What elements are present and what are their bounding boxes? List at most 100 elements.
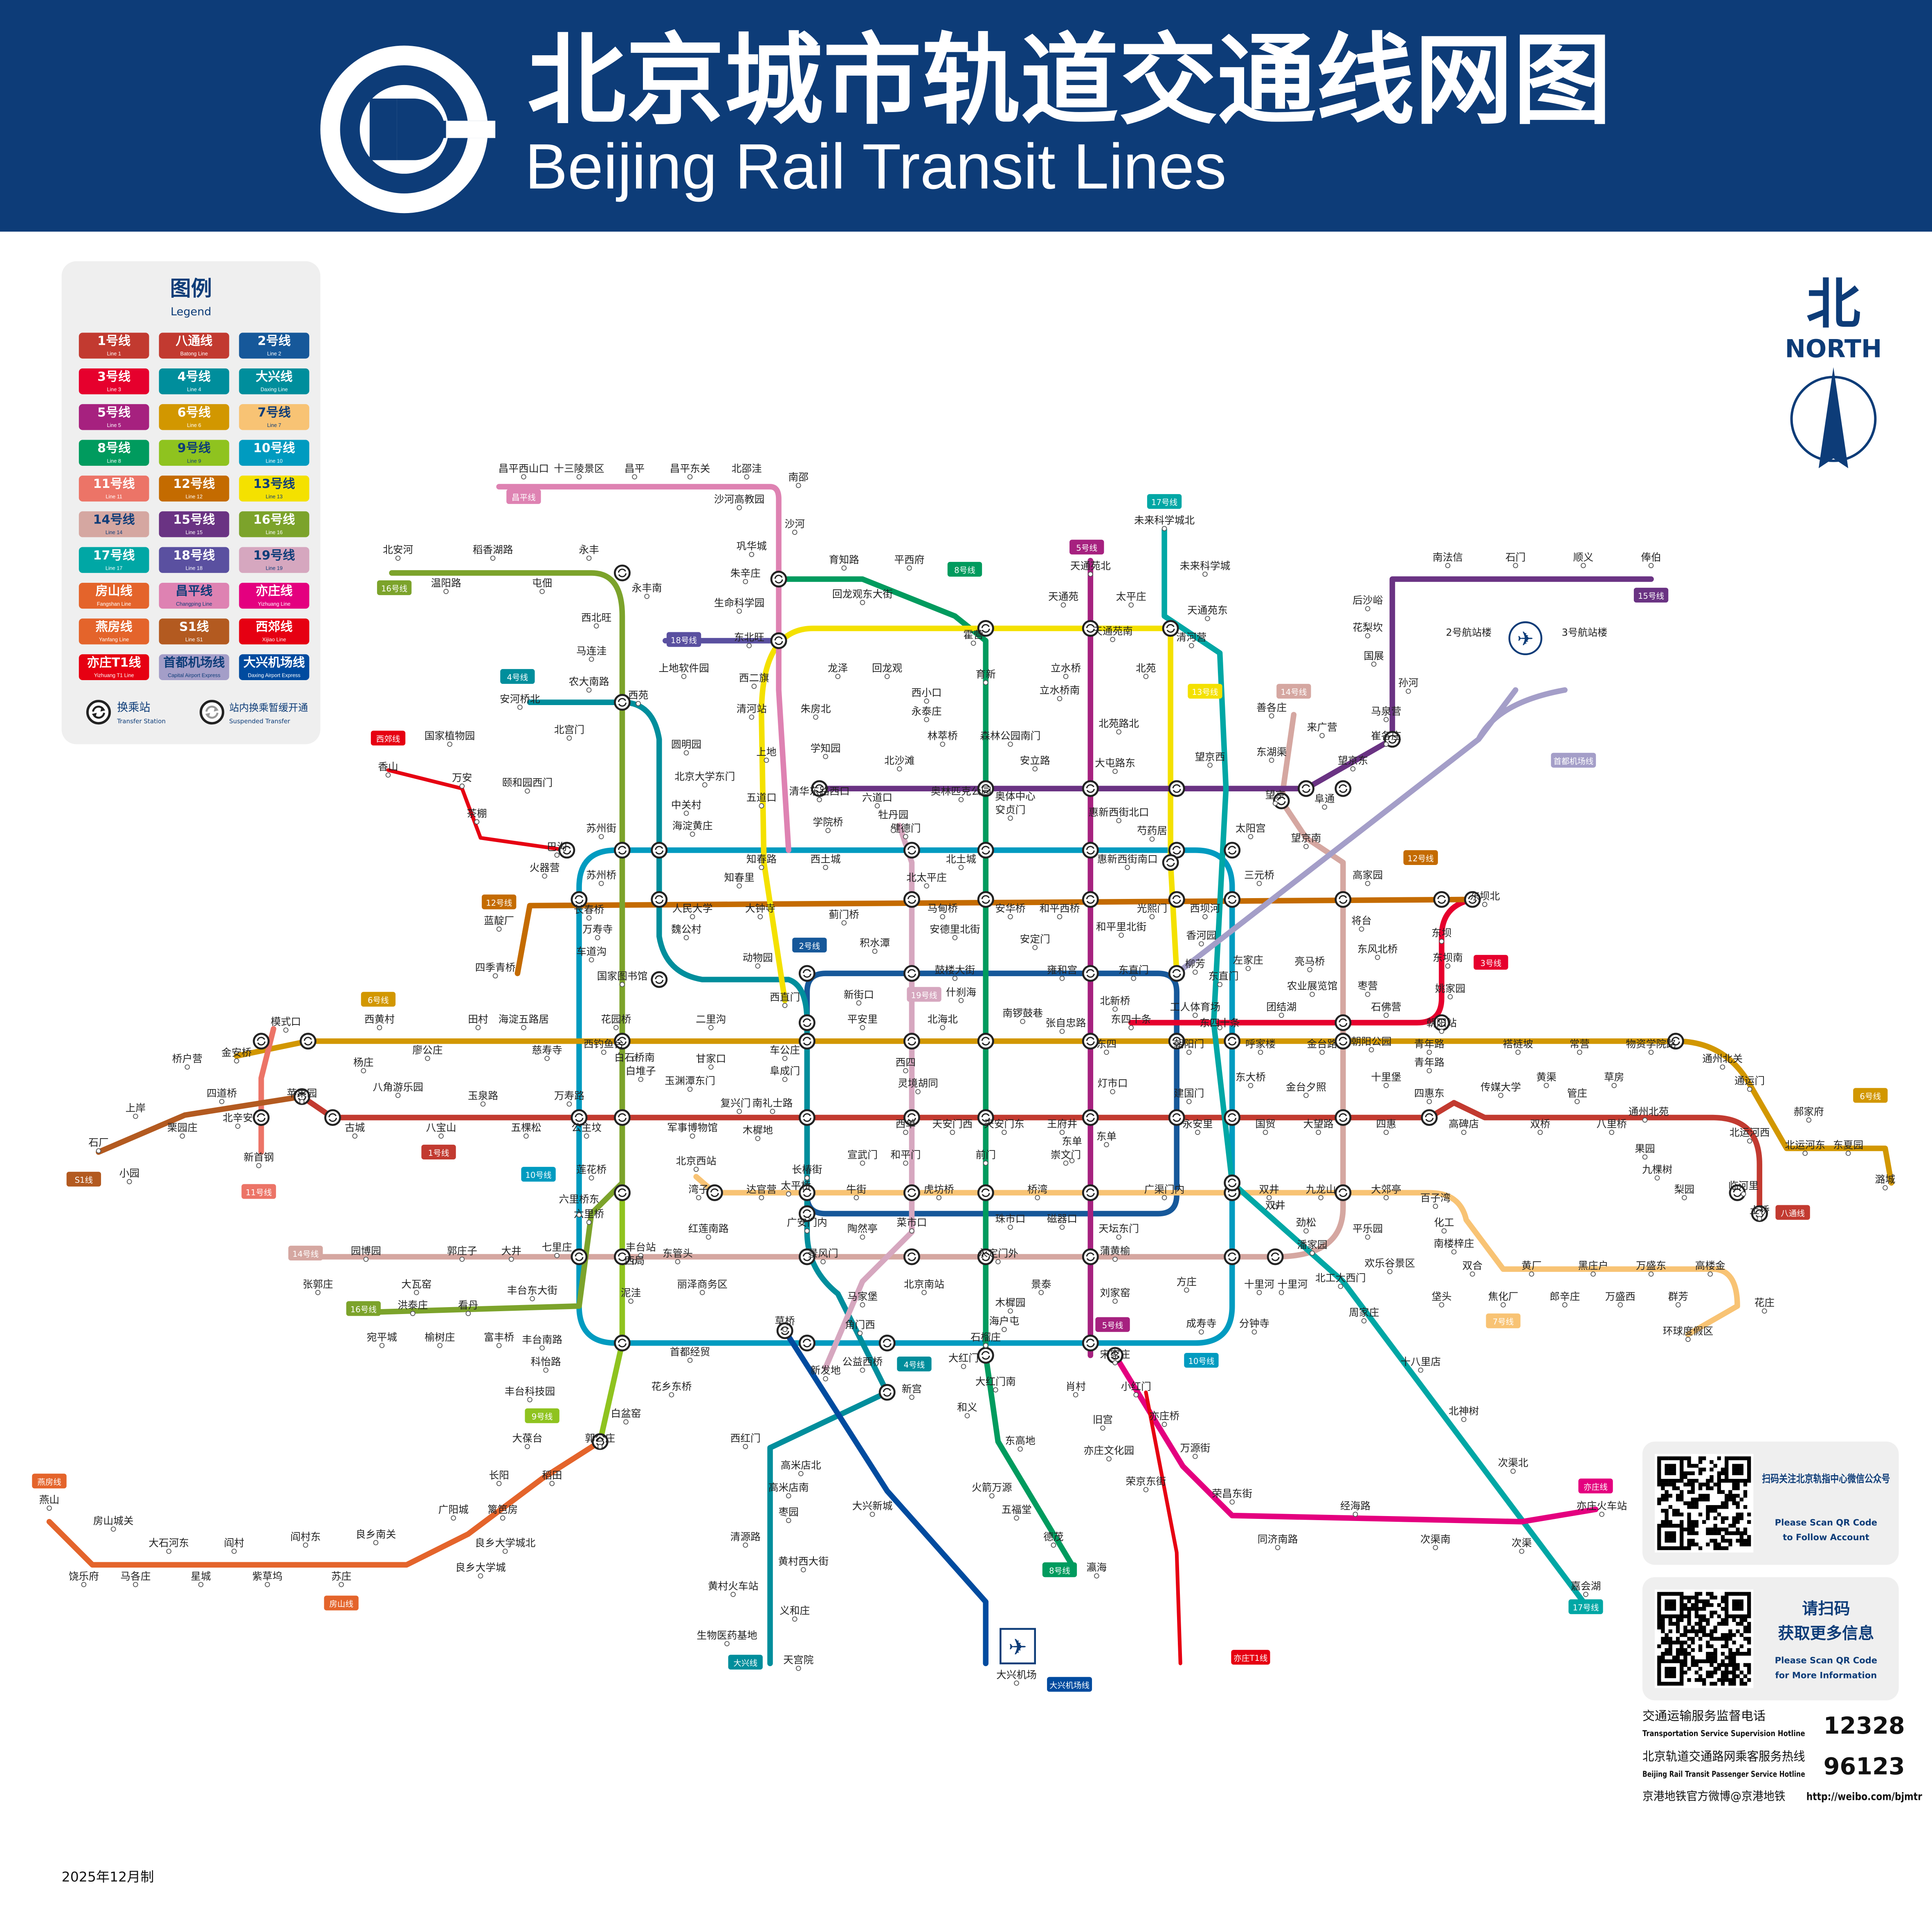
station[interactable]: 桥户营 bbox=[172, 1053, 202, 1070]
station[interactable]: 上地 bbox=[756, 746, 777, 763]
station[interactable]: 灵境胡同 bbox=[898, 1077, 938, 1094]
station[interactable]: 荣昌东街 bbox=[1212, 1487, 1252, 1505]
station[interactable]: 十八里店 bbox=[1400, 1356, 1441, 1373]
station[interactable]: 霍营 bbox=[963, 629, 984, 646]
transfer-station-icon[interactable] bbox=[253, 1033, 270, 1050]
station[interactable]: 圆明园 bbox=[671, 739, 701, 756]
station[interactable]: 天通苑东 bbox=[1187, 604, 1228, 621]
station[interactable]: 张郭庄 bbox=[303, 1278, 333, 1295]
transfer-station-icon[interactable] bbox=[1082, 891, 1099, 908]
station[interactable]: 二里沟 bbox=[696, 1013, 726, 1030]
transfer-station-icon[interactable] bbox=[798, 1014, 815, 1031]
station[interactable]: 巴沟 bbox=[547, 841, 567, 858]
station[interactable]: 大钟寺 bbox=[745, 902, 775, 919]
station[interactable]: 俸伯 bbox=[1641, 551, 1661, 568]
station[interactable]: 六道口 bbox=[862, 791, 892, 809]
station[interactable]: 大望路 bbox=[1303, 1118, 1334, 1135]
station[interactable]: 国家图书馆 bbox=[597, 970, 647, 987]
station[interactable]: 篱笆房 bbox=[487, 1504, 518, 1521]
station[interactable]: 东风北桥 bbox=[1357, 943, 1398, 960]
station[interactable]: 星城 bbox=[191, 1570, 211, 1587]
station[interactable]: 大兴新城 bbox=[852, 1500, 893, 1517]
station[interactable]: 菜市口 bbox=[896, 1217, 927, 1234]
station[interactable]: 五福堂 bbox=[1001, 1504, 1032, 1521]
station[interactable]: 阎村东 bbox=[290, 1531, 321, 1548]
station[interactable]: 蓟门桥 bbox=[829, 909, 859, 926]
station[interactable]: 屯佃 bbox=[532, 577, 552, 594]
station[interactable]: 东北旺 bbox=[734, 631, 764, 649]
transfer-station-icon[interactable] bbox=[977, 1347, 994, 1364]
transfer-station-icon[interactable] bbox=[1082, 620, 1099, 637]
station[interactable]: 木樨园 bbox=[995, 1297, 1025, 1314]
transfer-station-icon[interactable] bbox=[571, 1248, 588, 1265]
station[interactable]: 西单 bbox=[896, 1118, 916, 1135]
transfer-station-icon[interactable] bbox=[1334, 891, 1352, 908]
transfer-station-icon[interactable] bbox=[798, 965, 815, 982]
station[interactable]: 小园 bbox=[119, 1167, 139, 1184]
transfer-station-icon[interactable] bbox=[1168, 965, 1185, 982]
station[interactable]: 天安门东 bbox=[984, 1118, 1024, 1135]
station[interactable]: 生物医药基地 bbox=[696, 1629, 757, 1647]
transfer-station-icon[interactable] bbox=[613, 1334, 631, 1352]
station[interactable]: 西小口 bbox=[912, 687, 942, 704]
station[interactable]: 东坝北 bbox=[1469, 890, 1500, 907]
transfer-station-icon[interactable] bbox=[903, 891, 920, 908]
station[interactable]: 呼家楼 bbox=[1245, 1038, 1276, 1055]
station[interactable]: 北太平庄 bbox=[906, 872, 947, 889]
station[interactable]: 光熙门 bbox=[1137, 902, 1167, 919]
station[interactable]: 东直门 bbox=[1209, 970, 1239, 987]
transfer-station-icon[interactable] bbox=[1168, 1033, 1185, 1050]
station[interactable]: 马甸桥 bbox=[928, 902, 958, 919]
transfer-station-icon[interactable] bbox=[613, 564, 631, 582]
station[interactable]: 立水桥 bbox=[1051, 662, 1081, 679]
transfer-station-icon[interactable] bbox=[977, 1033, 994, 1050]
transfer-station-icon[interactable] bbox=[798, 1033, 815, 1050]
station[interactable]: 青年路 bbox=[1414, 1038, 1445, 1055]
station[interactable]: 牡丹园 bbox=[878, 809, 908, 833]
transfer-station-icon[interactable] bbox=[1168, 891, 1185, 908]
station[interactable]: 五道口 bbox=[746, 791, 777, 809]
transfer-station-icon[interactable] bbox=[1334, 1184, 1352, 1201]
station[interactable]: 万源街 bbox=[1180, 1442, 1210, 1459]
station[interactable]: 农大南路 bbox=[569, 676, 609, 693]
station[interactable]: 东四 bbox=[1096, 1038, 1117, 1055]
transfer-station-icon[interactable] bbox=[798, 1248, 815, 1265]
station[interactable]: 金台夕照 bbox=[1286, 1081, 1326, 1098]
station[interactable]: 枣园 bbox=[778, 1506, 799, 1523]
station[interactable]: 长椿街 bbox=[792, 1164, 822, 1181]
station[interactable]: 嘉会湖 bbox=[1570, 1580, 1601, 1597]
station[interactable]: 焦化厂 bbox=[1488, 1290, 1519, 1307]
transfer-station-icon[interactable] bbox=[770, 632, 787, 649]
transfer-station-icon[interactable] bbox=[1267, 1248, 1284, 1265]
station[interactable]: 魏公村 bbox=[671, 923, 701, 941]
station[interactable]: 惠新西街北口 bbox=[1089, 806, 1149, 823]
station[interactable]: 昌平西山口 bbox=[499, 463, 549, 480]
station[interactable]: 北沙滩 bbox=[884, 755, 914, 772]
station[interactable]: 木樨地 bbox=[743, 1124, 773, 1141]
station[interactable]: 金安桥 bbox=[221, 1047, 252, 1064]
station[interactable]: 东单 bbox=[1096, 1130, 1117, 1148]
station[interactable]: 肖村 bbox=[1065, 1380, 1086, 1397]
station[interactable]: 泥洼 bbox=[621, 1287, 641, 1304]
transfer-station-icon[interactable] bbox=[977, 1109, 994, 1126]
station[interactable]: 张自忠路 bbox=[1046, 1017, 1086, 1034]
station[interactable]: 健德门 bbox=[890, 822, 921, 839]
station[interactable]: 南礼士路 bbox=[753, 1097, 793, 1114]
station[interactable]: 东湖渠 bbox=[1256, 746, 1287, 763]
station[interactable]: 十里堡 bbox=[1371, 1071, 1401, 1088]
transfer-station-icon[interactable] bbox=[798, 1205, 815, 1222]
transfer-station-icon[interactable] bbox=[1224, 1174, 1241, 1191]
station[interactable]: 永丰 bbox=[579, 544, 599, 561]
station[interactable]: 海淀五路居 bbox=[499, 1013, 549, 1030]
transfer-station-icon[interactable] bbox=[651, 891, 668, 908]
station[interactable]: 东高地 bbox=[1005, 1435, 1036, 1452]
station[interactable]: 生命科学园 bbox=[714, 597, 764, 614]
transfer-station-icon[interactable] bbox=[1224, 1248, 1241, 1265]
station[interactable]: 同济南路 bbox=[1258, 1533, 1298, 1550]
station[interactable]: 北京西站 bbox=[676, 1155, 717, 1172]
station[interactable]: 天坛东门 bbox=[1099, 1223, 1139, 1240]
station[interactable]: 苏庄 bbox=[331, 1570, 351, 1587]
station[interactable]: 万寿寺 bbox=[582, 923, 613, 941]
station[interactable]: 白堆子 bbox=[626, 1065, 656, 1082]
station[interactable]: 林萃桥 bbox=[928, 730, 958, 747]
